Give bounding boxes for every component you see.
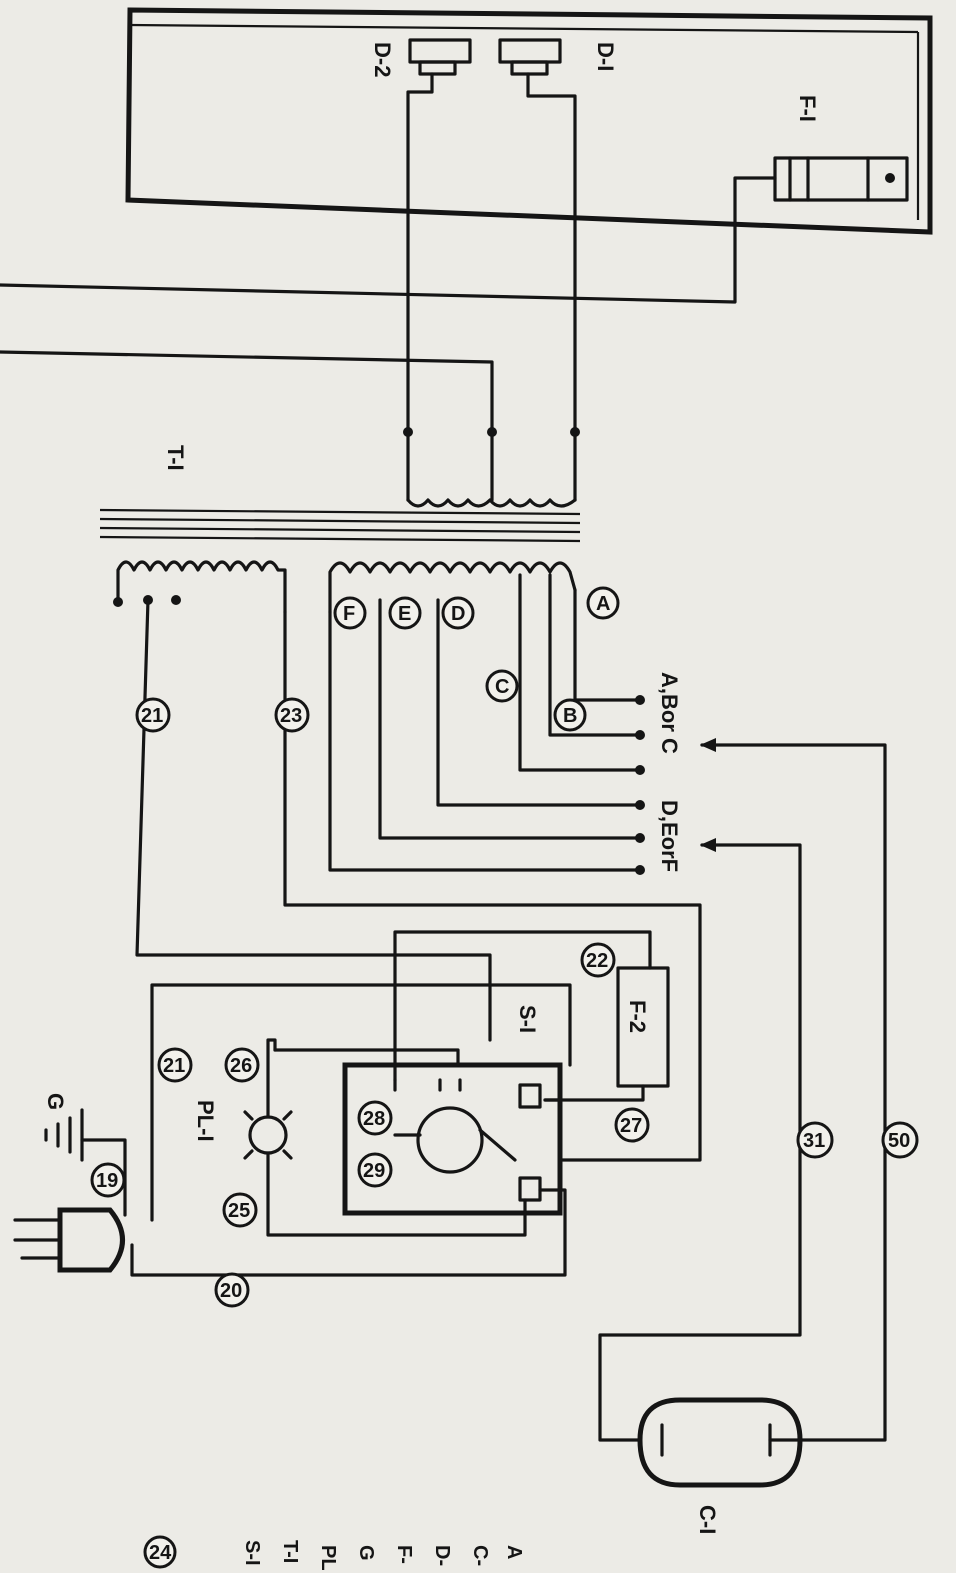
legend-item: PL — [317, 1545, 339, 1571]
legend-partial: A C- D- F- G PL T-I S-I 24 — [143, 1535, 525, 1571]
label-c1: C-I — [695, 1505, 720, 1534]
wire-23: 23 — [274, 697, 310, 733]
ground-symbol — [44, 1108, 127, 1217]
wire-27: 26 — [224, 1047, 260, 1083]
label-d2: D-2 — [370, 42, 395, 77]
legend-item: C- — [469, 1545, 491, 1566]
svg-text:25: 25 — [228, 1200, 250, 1222]
svg-text:D: D — [451, 603, 465, 625]
svg-text:28: 28 — [363, 1108, 385, 1130]
power-plug — [13, 1207, 125, 1273]
svg-text:29: 29 — [363, 1160, 385, 1182]
legend-item: G — [355, 1545, 377, 1561]
legend-item: S-I — [241, 1540, 263, 1566]
tap-f: F — [333, 596, 367, 630]
svg-text:B: B — [563, 705, 577, 727]
label-d1: D-I — [593, 42, 618, 71]
wire-25: 27 — [614, 1107, 650, 1143]
label-ground: G — [43, 1093, 68, 1110]
svg-text:24: 24 — [149, 1542, 172, 1564]
label-s1: S-I — [515, 1005, 540, 1033]
wire-22: 22 — [580, 942, 616, 978]
legend-item: T-I — [279, 1540, 301, 1563]
legend-wire-bubble: 24 — [143, 1535, 177, 1569]
wire-31: 31 — [796, 1121, 834, 1159]
label-f2: F-2 — [625, 1000, 650, 1033]
label-tap-group-def: D,EorF — [657, 800, 682, 872]
svg-text:F: F — [343, 603, 355, 625]
label-f1: F-I — [795, 95, 820, 122]
svg-text:E: E — [398, 603, 411, 625]
tap-d: D — [441, 596, 475, 630]
svg-text:22: 22 — [586, 950, 608, 972]
svg-text:23: 23 — [280, 705, 302, 727]
label-t1: T-I — [163, 445, 188, 471]
svg-text:21: 21 — [163, 1055, 185, 1077]
svg-text:26: 26 — [230, 1055, 252, 1077]
pl1-pilot-lamp — [243, 1110, 293, 1160]
wire-20: 20 — [214, 1272, 250, 1308]
label-pl1: PL-I — [193, 1100, 218, 1142]
wire-19: 19 — [90, 1162, 126, 1198]
legend-item: F- — [393, 1545, 415, 1564]
label-tap-group-abc: A,Bor C — [657, 672, 682, 754]
legend-item: A — [503, 1545, 525, 1559]
legend-item: D- — [431, 1545, 453, 1566]
wire-50: 50 — [881, 1121, 919, 1159]
wire-28: 28 — [357, 1100, 393, 1136]
wire-26: 25 — [222, 1192, 258, 1228]
tap-e: E — [388, 596, 422, 630]
svg-text:19: 19 — [96, 1170, 118, 1192]
svg-text:27: 27 — [620, 1115, 642, 1137]
f1-fuse-holder — [773, 156, 909, 202]
wire-24: 21 — [135, 697, 171, 733]
svg-text:20: 20 — [220, 1280, 242, 1302]
wire-29: 29 — [357, 1152, 393, 1188]
tap-b: B — [553, 698, 587, 732]
tap-a: A — [586, 586, 620, 620]
wire-21: 21 — [157, 1047, 193, 1083]
svg-text:C: C — [495, 676, 509, 698]
c1-component — [637, 1397, 803, 1488]
svg-text:A: A — [596, 593, 610, 615]
d2-socket — [408, 38, 472, 76]
svg-text:50: 50 — [888, 1130, 910, 1152]
d1-socket — [498, 38, 562, 76]
svg-text:31: 31 — [803, 1130, 825, 1152]
cabinet — [125, 7, 933, 235]
t1-transformer — [99, 498, 581, 614]
tap-c: C — [485, 669, 519, 703]
s1-switch — [273, 1048, 563, 1216]
svg-text:21: 21 — [141, 705, 163, 727]
